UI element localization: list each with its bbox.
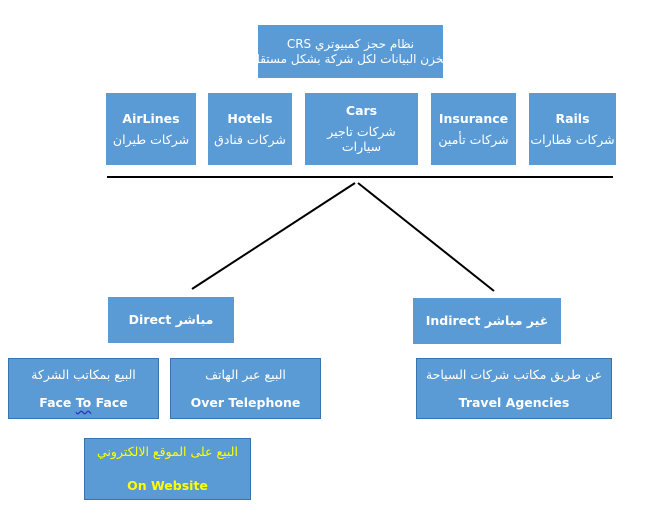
- over-telephone-en: Over Telephone: [190, 394, 301, 410]
- face-to-face-ar: البيع بمكاتب الشركة: [31, 366, 136, 382]
- category-airlines-en: AirLines: [122, 110, 180, 126]
- category-rails-ar: شركات قطارات: [530, 131, 615, 147]
- travel-agencies-ar: عن طريق مكاتب شركات السياحة: [425, 366, 603, 382]
- travel-agencies-en: Travel Agencies: [458, 394, 570, 410]
- category-insurance: Insurance شركات تأمين: [431, 93, 516, 165]
- over-telephone-ar: البيع عبر الهاتف: [205, 366, 286, 382]
- category-hotels: Hotels شركات فنادق: [208, 93, 292, 165]
- category-insurance-ar: شركات تأمين: [438, 131, 509, 147]
- direct-branch-line: [191, 182, 356, 290]
- on-website-ar: البيع على الموقع الالكتروني: [97, 444, 238, 460]
- over-telephone-box: البيع عبر الهاتف Over Telephone: [170, 358, 321, 419]
- crs-system-box: نظام حجز كمبيوتري CRS مخزن البيانات لكل …: [251, 25, 450, 78]
- crs-subtitle: مخزن البيانات لكل شركة بشكل مستقل: [251, 51, 450, 66]
- travel-agencies-box: عن طريق مكاتب شركات السياحة Travel Agenc…: [416, 358, 612, 419]
- indirect-branch-line: [357, 182, 495, 292]
- face-to-face-box: البيع بمكاتب الشركة Face To Face: [8, 358, 159, 419]
- direct-box: مباشر Direct: [108, 297, 234, 343]
- indirect-box: غير مباشر Indirect: [413, 298, 561, 344]
- direct-label: مباشر Direct: [128, 312, 214, 328]
- category-cars-ar: شركات تاجير سيارات: [327, 123, 396, 155]
- category-airlines-ar: شركات طيران: [112, 131, 190, 147]
- face-to-face-en: Face To Face: [39, 394, 128, 410]
- on-website-box: البيع على الموقع الالكتروني On Website: [84, 438, 251, 500]
- category-hotels-en: Hotels: [227, 110, 273, 126]
- category-rails: Rails شركات قطارات: [529, 93, 616, 165]
- category-cars: Cars شركات تاجير سيارات: [305, 93, 418, 165]
- indirect-label: غير مباشر Indirect: [425, 313, 549, 329]
- category-insurance-en: Insurance: [438, 110, 509, 126]
- category-cars-en: Cars: [345, 103, 378, 119]
- on-website-en: On Website: [127, 478, 208, 493]
- crs-title: نظام حجز كمبيوتري CRS: [286, 36, 415, 51]
- category-rails-en: Rails: [555, 110, 590, 126]
- category-hotels-ar: شركات فنادق: [214, 131, 286, 147]
- category-airlines: AirLines شركات طيران: [106, 93, 196, 165]
